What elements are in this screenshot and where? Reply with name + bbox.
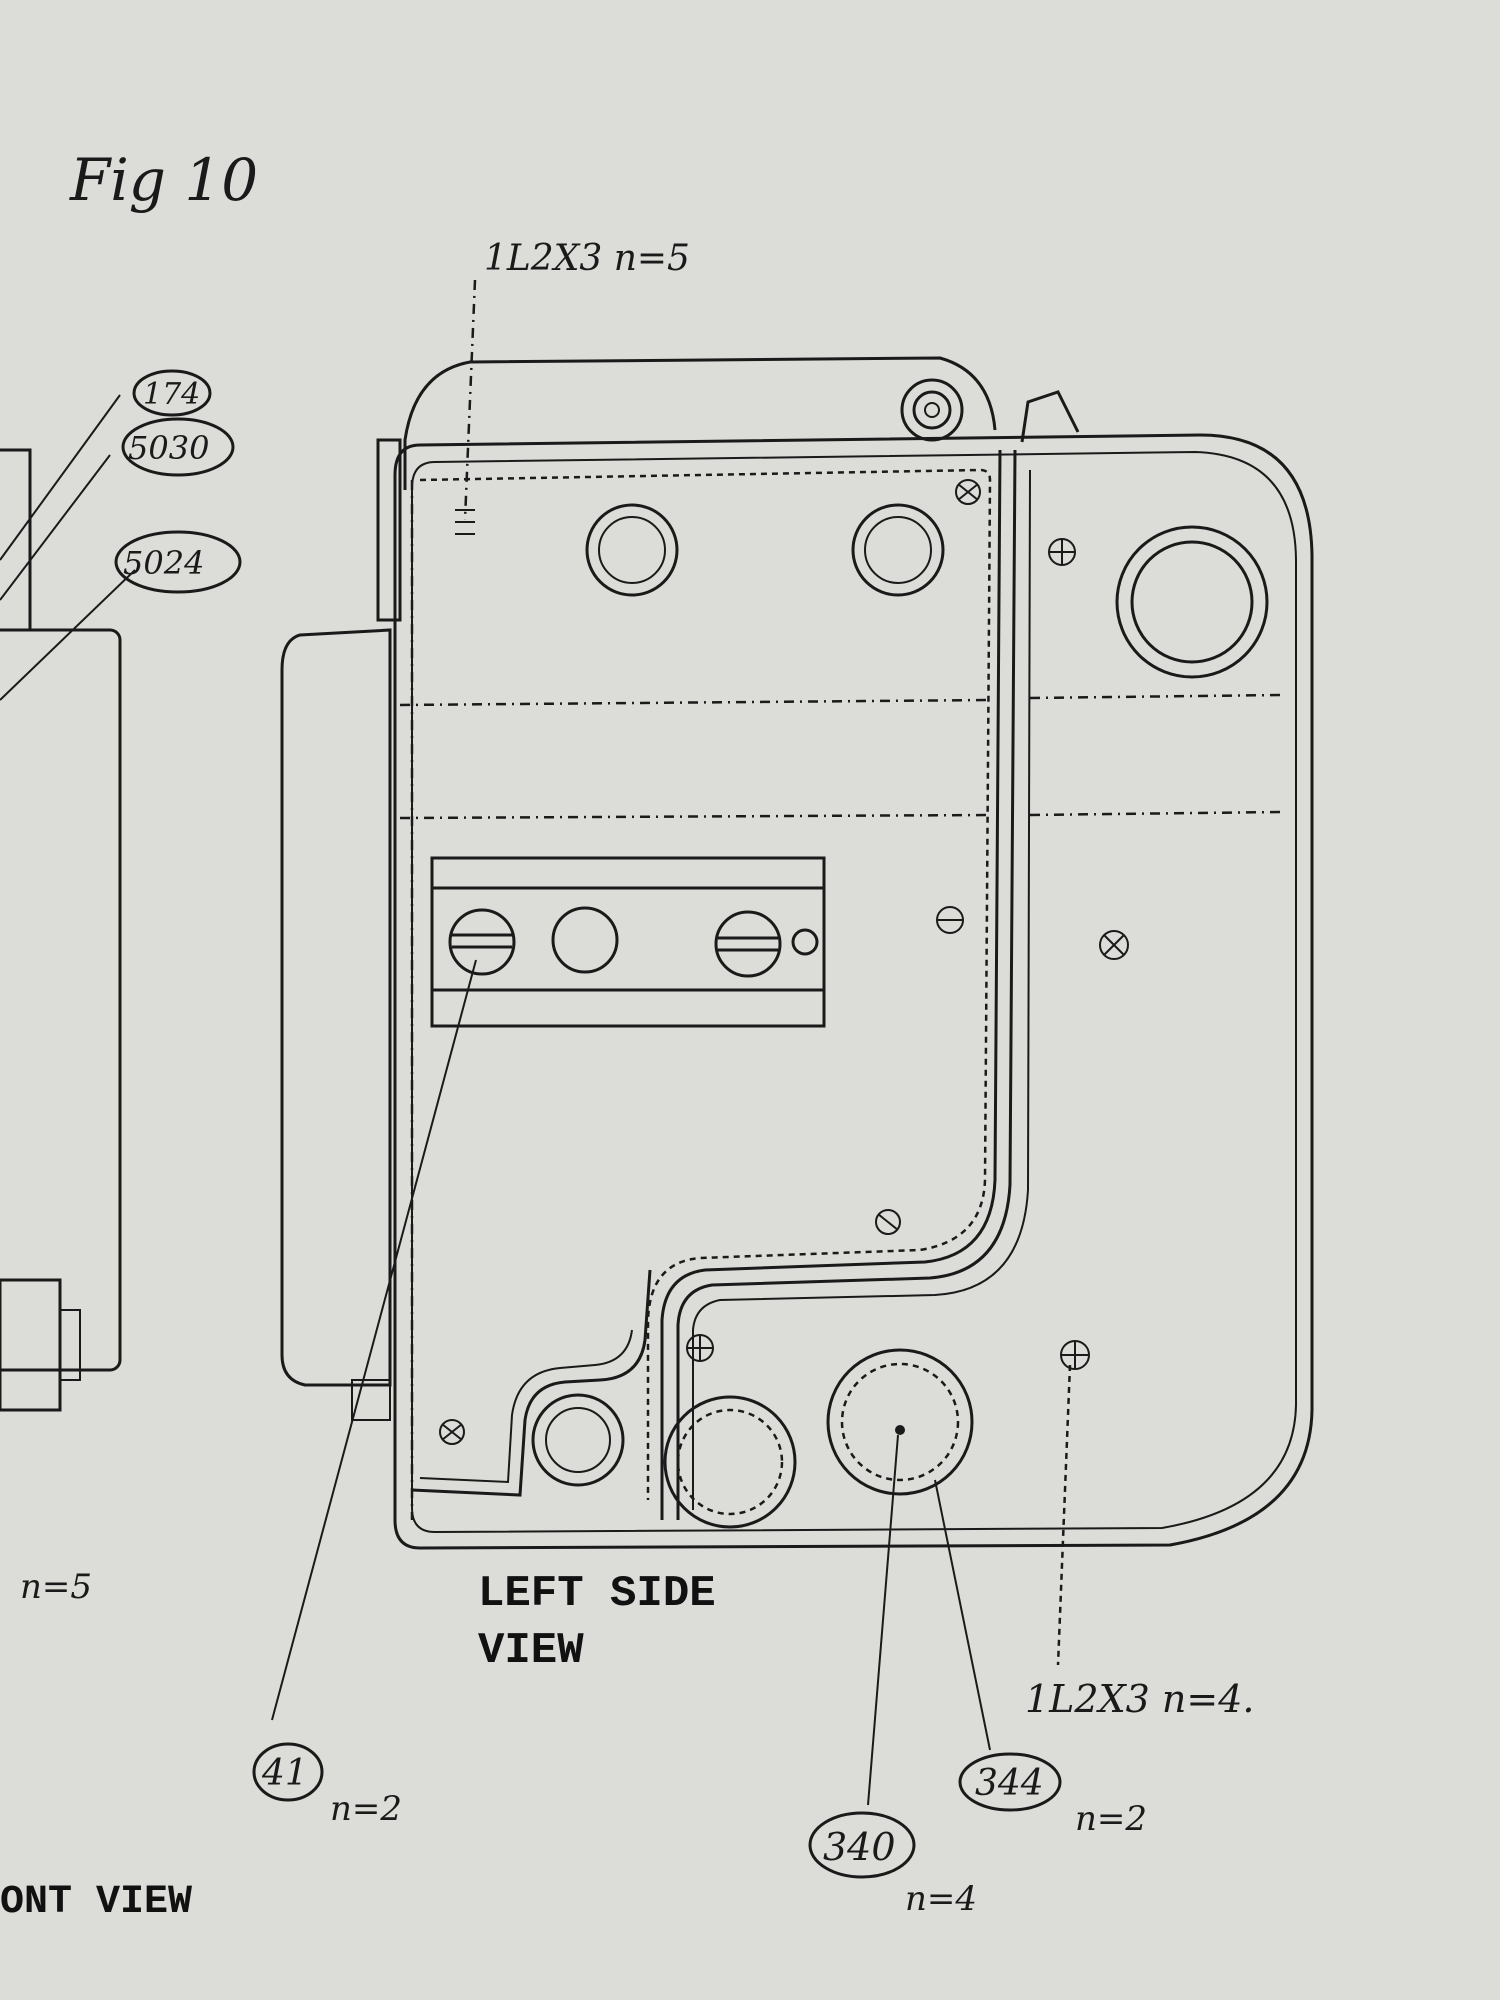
top-screw-callout: 1L2X3 n=5 [484,238,690,279]
front-view-label: ONT VIEW [0,1880,192,1925]
callout-5030: 5030 [121,417,235,477]
svg-text:174: 174 [143,377,200,412]
callout-5024: 5024 [114,530,242,594]
svg-text:5030: 5030 [128,429,209,467]
svg-text:344: 344 [975,1763,1044,1804]
svg-text:41: 41 [261,1753,308,1794]
svg-text:n=2: n=2 [330,1789,402,1829]
callout-344: 344 n=2 [958,1752,1147,1839]
callout-41: 41 n=2 [252,1742,402,1829]
svg-text:5024: 5024 [123,544,204,582]
svg-text:n=4: n=4 [905,1879,977,1919]
left-side-view-drawing [280,279,1314,1550]
left-side-view-label-line1: LEFT SIDE [478,1569,716,1619]
svg-text:340: 340 [823,1825,896,1869]
leader-lines [271,959,1072,1806]
figure-title: Fig 10 [69,146,258,214]
front-view-drawing [0,394,136,1412]
left-side-view-label-line2: VIEW [478,1626,584,1676]
callout-174: 174 [132,369,212,417]
right-screw-callout: 1L2X3 n=4. [1025,1677,1254,1721]
left-partial-quantity: n=5 [20,1567,92,1607]
callout-340: 340 n=4 [808,1811,977,1919]
svg-text:n=2: n=2 [1075,1799,1147,1839]
